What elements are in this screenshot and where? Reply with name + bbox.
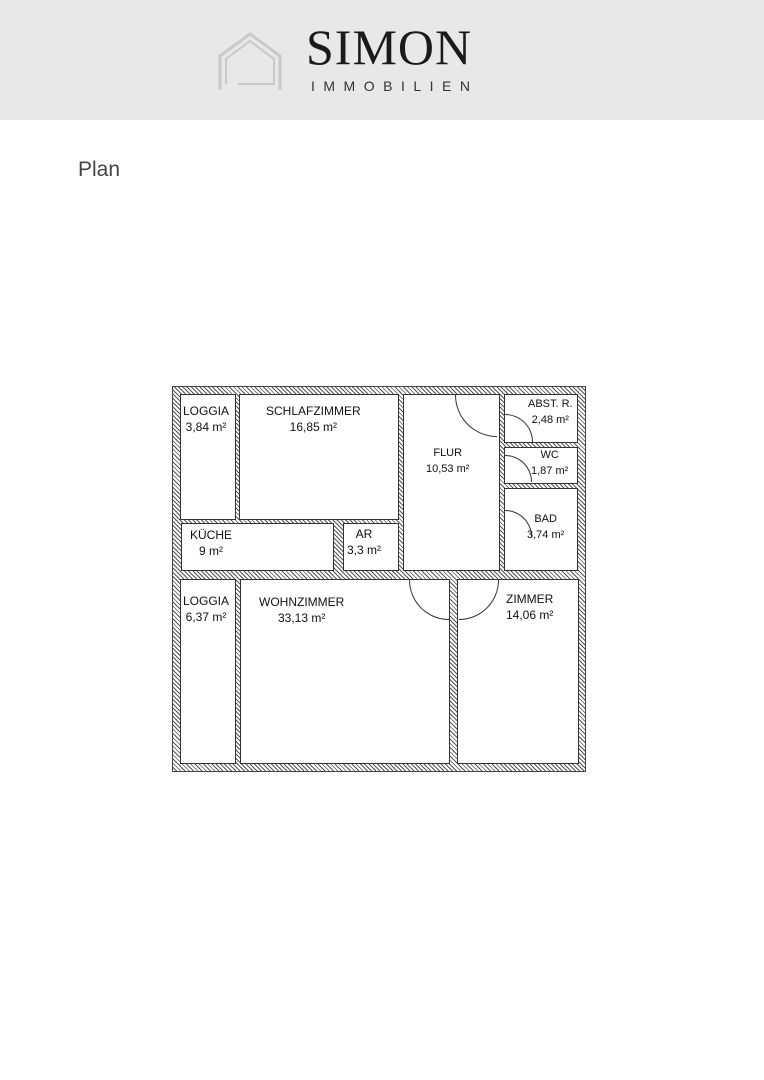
brand-name: SIMON: [306, 19, 473, 75]
room-ar: [343, 523, 399, 571]
room-schlafzimmer: [239, 394, 399, 520]
room-kueche: [181, 523, 334, 571]
room-label: ABST. R.2,48 m²: [528, 398, 573, 426]
room-loggia-2: [180, 579, 236, 764]
room-loggia-1: [180, 394, 236, 520]
brand-subtitle: IMMOBILIEN: [311, 78, 479, 94]
house-logo-icon: [218, 32, 282, 90]
header-banner: SIMON IMMOBILIEN: [0, 0, 764, 120]
room-wohnzimmer: [240, 579, 450, 764]
page-title: Plan: [78, 158, 121, 181]
